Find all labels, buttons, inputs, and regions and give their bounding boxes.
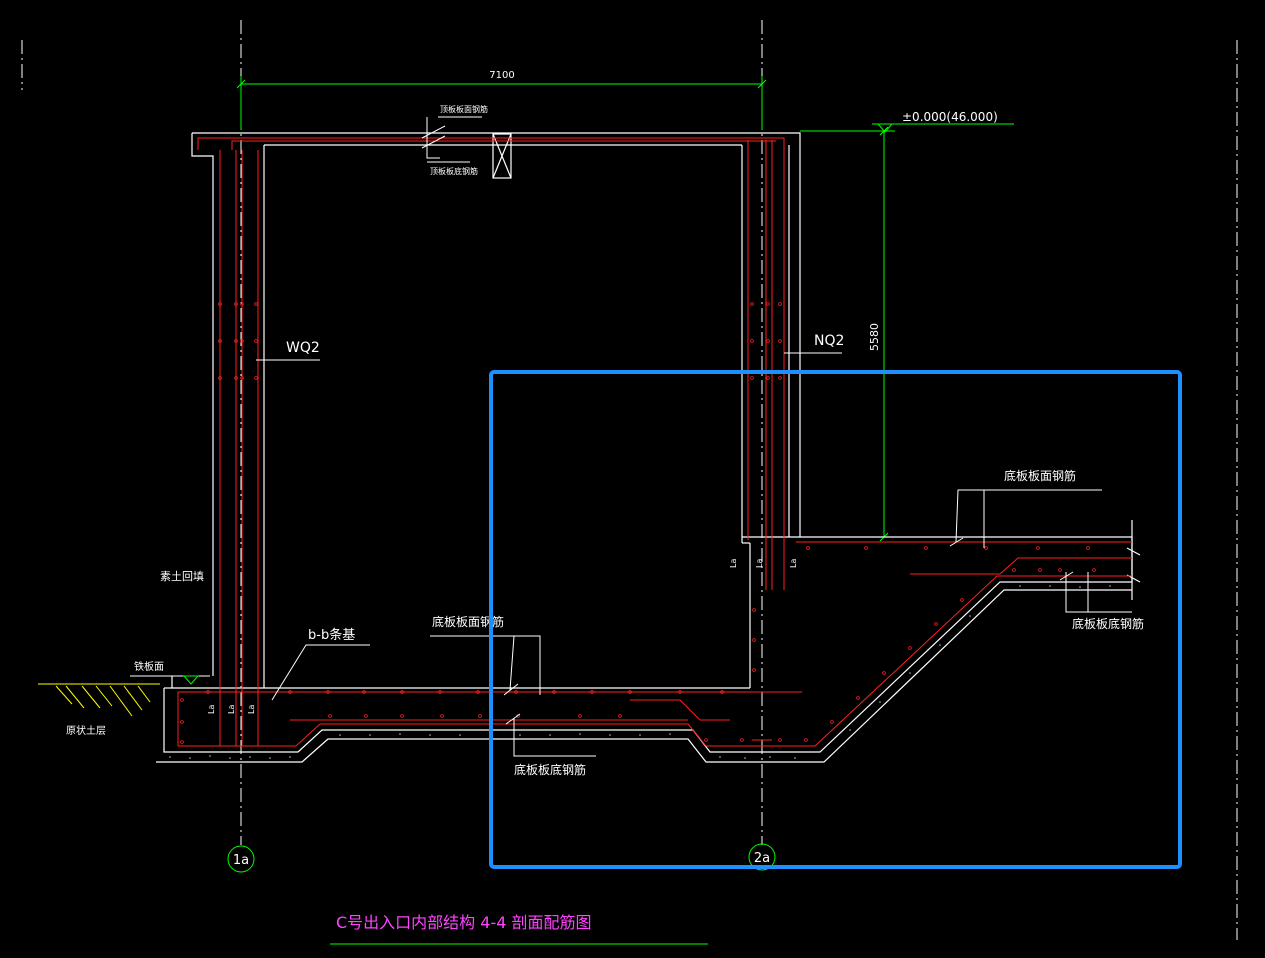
soil-hatch [38, 683, 160, 717]
strip-footing-label: b-b条基 [308, 627, 355, 643]
wall-label-nq2: NQ2 [814, 333, 844, 349]
axis-bubble-1a [227, 845, 255, 873]
original-soil-label: 原状土层 [66, 724, 106, 737]
height-dimension-text: 5580 [868, 323, 881, 351]
wall-label-wq2: WQ2 [286, 340, 320, 356]
drawing-title: C号出入口内部结构 4-4 剖面配筋图 [336, 913, 591, 932]
rebar-lines [177, 137, 1132, 747]
bottom-slab-top [171, 676, 750, 689]
axis-lines [21, 20, 1238, 940]
axis-bubble-2a [748, 843, 776, 871]
backfill-label: 素土回填 [160, 569, 204, 583]
la-mark: La [755, 559, 764, 568]
la-mark: La [247, 705, 256, 714]
floor-surface-label: 铁板面 [134, 660, 164, 673]
blinding-layer-bottom [156, 589, 1132, 763]
highlight-selection-box [489, 370, 1182, 869]
leaders [130, 116, 1132, 757]
floor-top-rebar-label-left: 底板板面钢筋 [432, 614, 504, 629]
roof-opening-box [492, 133, 512, 179]
floor-bottom-rebar-label-right: 底板板底钢筋 [1072, 616, 1144, 631]
concrete-outline [156, 132, 1141, 763]
axis-label-1a: 1a [233, 853, 249, 868]
la-mark: La [227, 705, 236, 714]
floor-top-rebar-label-right: 底板板面钢筋 [1004, 468, 1076, 483]
la-mark: La [789, 559, 798, 568]
roof-slab-top [192, 132, 801, 537]
left-wall-outer [191, 133, 214, 676]
rebar-dots [180, 302, 1096, 744]
la-mark: La [207, 705, 216, 714]
la-mark: La [729, 559, 738, 568]
span-dimension [236, 76, 767, 130]
floor-bottom-rebar-label-left: 底板板底钢筋 [514, 762, 586, 777]
axis-bubbles: 1a 2a [227, 843, 776, 873]
span-dimension-text: 7100 [489, 70, 514, 81]
elevation-marker [872, 123, 1014, 133]
axis-label-2a: 2a [754, 851, 770, 866]
roof-top-rebar-label: 顶板板面钢筋 [440, 104, 488, 114]
elevation-text: ±0.000(46.000) [902, 110, 998, 124]
roof-bottom-rebar-label: 顶板板底钢筋 [430, 166, 478, 176]
la-marks: La La La La La La [207, 559, 798, 714]
blinding-hatch [169, 585, 1111, 759]
